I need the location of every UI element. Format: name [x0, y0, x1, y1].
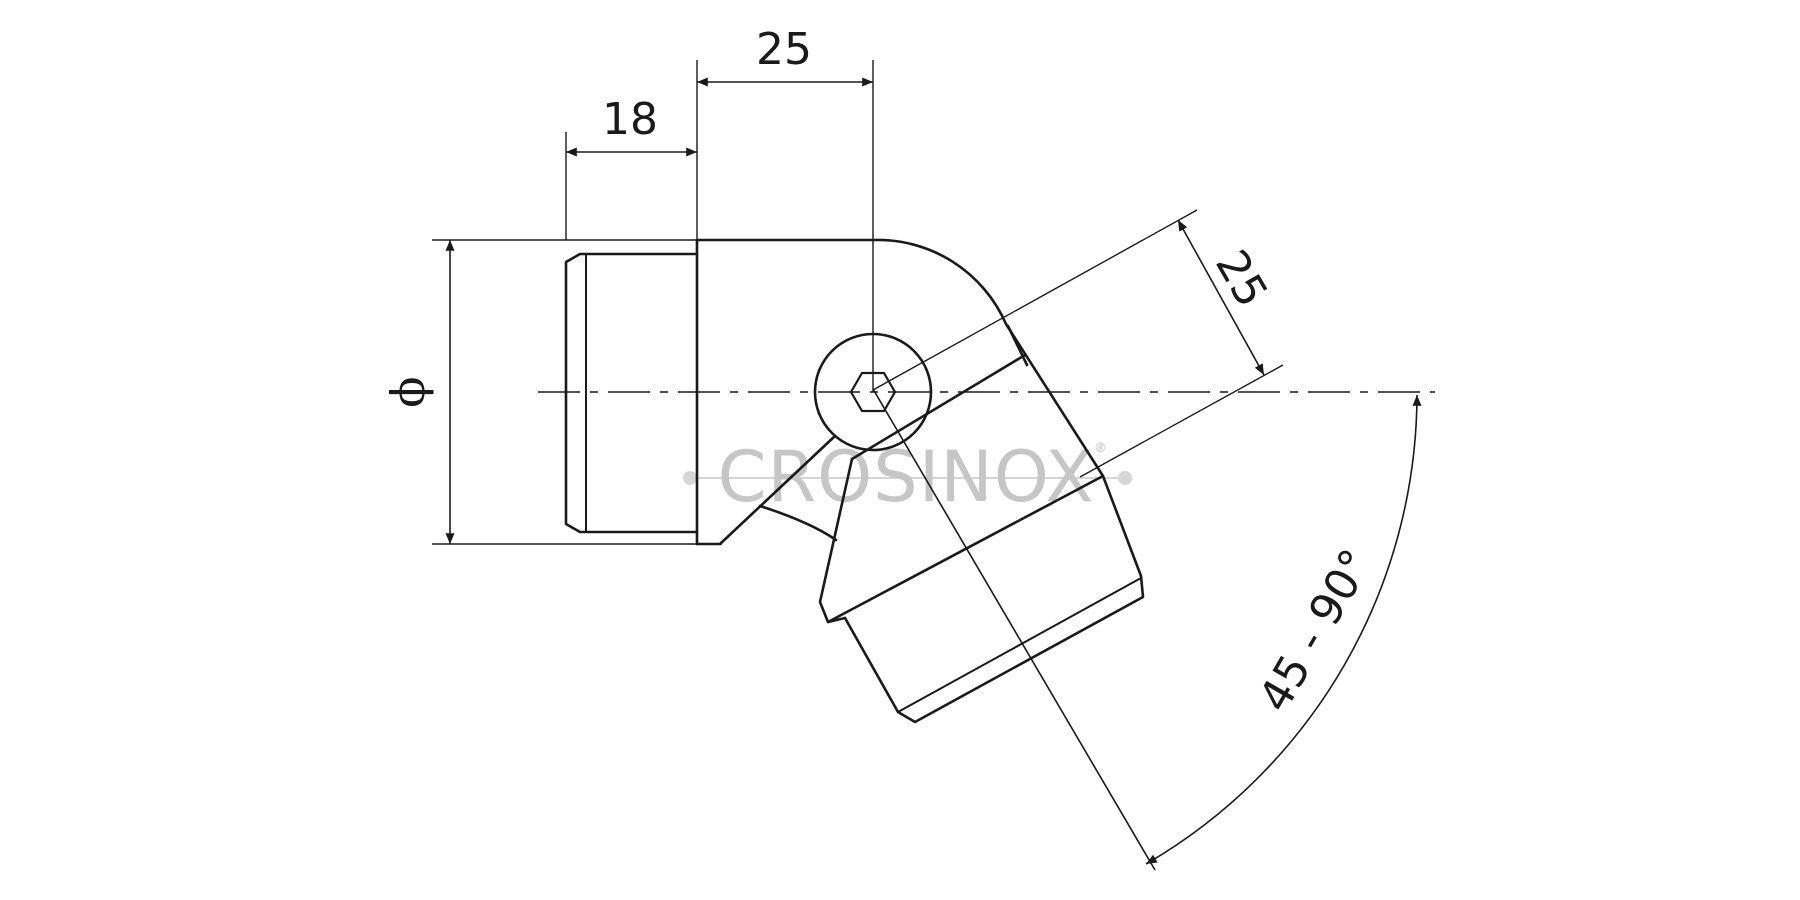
dim-line-arm-width	[1177, 219, 1265, 376]
center-lines	[538, 388, 1435, 871]
watermark-dot-right	[1118, 471, 1132, 485]
watermark-dot-left	[683, 471, 697, 485]
arm-tube-outline	[843, 474, 1145, 724]
dimension-lines	[445, 77, 1422, 865]
extension-lines	[432, 60, 1284, 545]
ext-line-arm-upper	[872, 209, 1198, 391]
arm-tube-chamfer	[897, 577, 1142, 713]
watermark-registered-mark: ®	[1094, 441, 1107, 456]
flange-outline	[564, 252, 699, 534]
pivot-circle	[813, 332, 933, 452]
arm-inner-edge	[850, 353, 1027, 461]
hex-socket-icon	[849, 371, 897, 413]
dim-label-arm-width: 25	[1205, 242, 1277, 316]
arm-hinge-edge	[1006, 324, 1029, 367]
watermark: CROSINOX ®	[683, 436, 1132, 518]
dim-label-flange-width: 18	[602, 94, 658, 145]
ext-line-arm-lower	[1079, 364, 1284, 478]
dim-label-top-width: 25	[756, 24, 812, 75]
body-outline	[695, 238, 1105, 478]
dim-label-diameter: ϕ	[381, 376, 435, 407]
watermark-text: CROSINOX	[718, 436, 1095, 518]
body-lower-edge	[695, 434, 837, 546]
knuckle-arc	[758, 504, 838, 542]
arm-outline	[818, 457, 1105, 624]
arm-axis-line	[872, 388, 1156, 871]
dim-arc-angle	[1145, 394, 1422, 865]
arm-tube-inner-line	[826, 616, 847, 624]
fitting-part	[564, 238, 1145, 724]
